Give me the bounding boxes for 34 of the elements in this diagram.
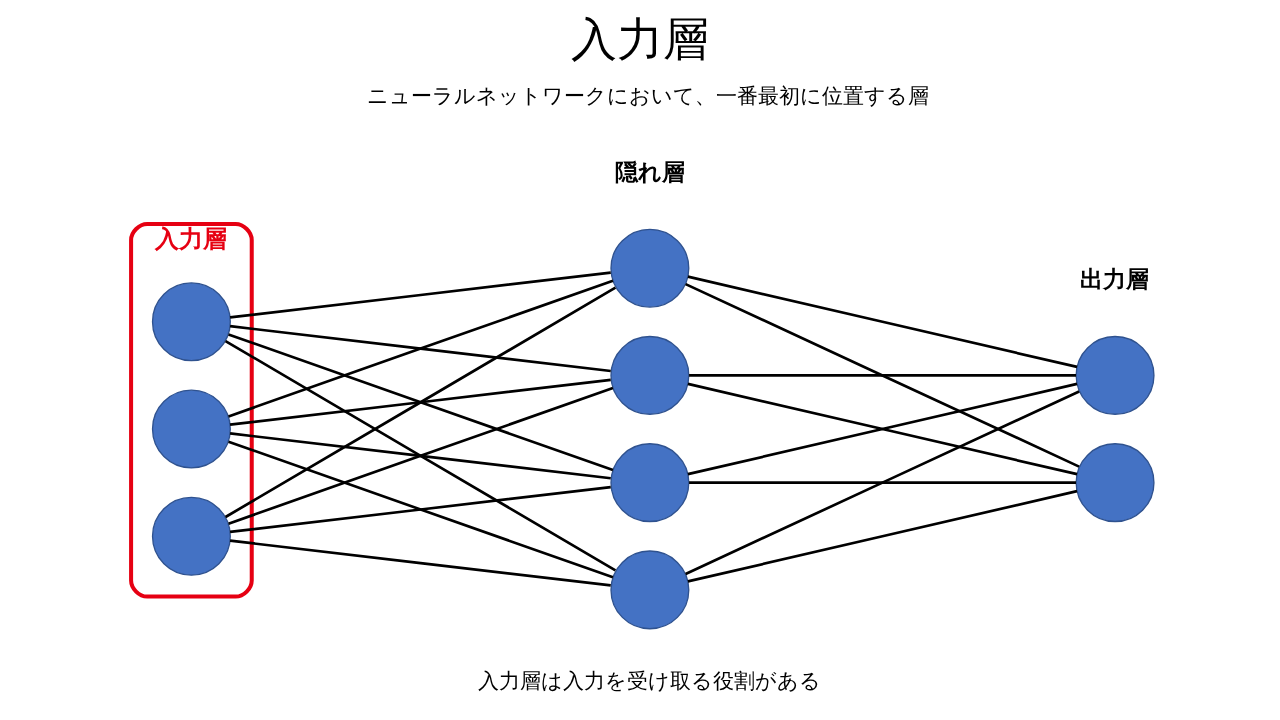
label: 出力層 xyxy=(1079,266,1149,293)
diagram-title: 入力層 xyxy=(571,13,709,67)
connector xyxy=(227,386,613,525)
node-circle xyxy=(1075,335,1155,415)
label: ニューラルネットワークにおいて、一番最初に位置する層 xyxy=(366,83,929,109)
connector xyxy=(224,339,616,572)
node-circle xyxy=(1075,443,1155,523)
node-circle xyxy=(609,228,689,308)
connector xyxy=(229,432,611,480)
cluster: 入力層 xyxy=(128,221,254,599)
connector xyxy=(227,333,613,472)
connector xyxy=(227,279,613,418)
node-circle xyxy=(609,335,689,415)
connector xyxy=(688,374,1076,377)
caption: 入力層は入力を受け取る役割がある xyxy=(477,667,821,693)
connector xyxy=(224,286,616,519)
node-circle xyxy=(151,389,231,469)
node-circle xyxy=(151,282,231,362)
connector xyxy=(229,378,611,426)
connector xyxy=(688,481,1076,484)
connector xyxy=(687,382,1077,476)
connector xyxy=(229,485,611,534)
connector xyxy=(227,440,613,579)
connector xyxy=(229,539,611,587)
connector xyxy=(684,390,1080,576)
node-circle xyxy=(609,550,689,630)
node-circle xyxy=(151,496,231,576)
connector xyxy=(687,489,1077,583)
connector xyxy=(687,275,1077,369)
connector xyxy=(684,282,1080,468)
label: 隠れ層 xyxy=(614,158,685,185)
connector xyxy=(229,271,611,319)
connector xyxy=(229,324,611,373)
node-circle xyxy=(609,443,689,523)
